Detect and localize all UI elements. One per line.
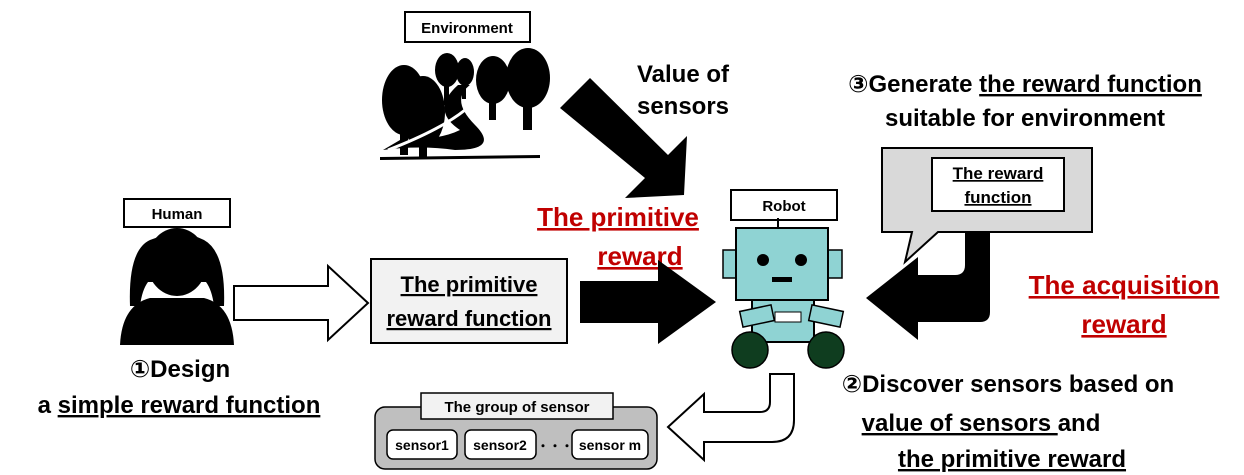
value-of-sensors-text-line1: Value of <box>637 61 730 88</box>
acquisition-reward-line1: The acquisition <box>1029 270 1220 300</box>
acquisition-reward-arrow <box>866 232 990 340</box>
human-label-text: Human <box>152 206 203 223</box>
environment-label: Environment <box>404 11 531 43</box>
primitive-reward-arrow <box>580 260 716 344</box>
primitive-function-line2: reward function <box>386 306 551 331</box>
sensor-group-title: The group of sensor <box>444 399 589 416</box>
value-of-sensors-text-line2: sensors <box>637 93 729 120</box>
sensor-value-arrow <box>560 78 687 198</box>
sensor-item-1: sensor1 <box>395 437 449 453</box>
human-label: Human <box>123 198 231 228</box>
sensor-ellipsis: ・・・ <box>537 439 573 453</box>
step3-text-line1: ③Generate the reward function <box>848 71 1202 98</box>
step2-text-line1: ②Discover sensors based on <box>842 371 1174 398</box>
sensor-item-2: sensor2 <box>473 437 527 453</box>
primitive-function-line1: The primitive <box>401 272 538 297</box>
robot-label: Robot <box>730 189 838 221</box>
step2-text-line2: value of sensors and <box>862 410 1101 437</box>
acquisition-reward-line2: reward <box>1081 309 1166 339</box>
sensor-item-m: sensor m <box>579 437 641 453</box>
environment-trees-icon <box>380 48 550 160</box>
primitive-reward-line2: reward <box>597 241 682 271</box>
human-silhouette-icon <box>120 228 234 345</box>
sensor-group-container: The group of sensor sensor1 sensor2 ・・・ … <box>374 392 658 470</box>
step1-text-line2: a simple reward function <box>38 392 321 419</box>
robot-label-text: Robot <box>762 198 805 215</box>
primitive-reward-line1: The primitive <box>537 202 699 232</box>
step3-text-line2: suitable for environment <box>885 105 1165 132</box>
primitive-reward-function-box: The primitive reward function <box>370 258 568 344</box>
reward-function-bubble: The reward function <box>881 147 1093 265</box>
environment-label-text: Environment <box>421 20 513 37</box>
reward-function-line1: The reward <box>953 164 1044 183</box>
step1-text-line1: ①Design <box>130 356 230 383</box>
design-arrow <box>233 263 370 343</box>
discover-sensors-arrow <box>666 373 795 463</box>
reward-function-line2: function <box>964 188 1031 207</box>
step2-text-line3: the primitive reward <box>898 446 1126 473</box>
robot-icon <box>722 218 845 369</box>
